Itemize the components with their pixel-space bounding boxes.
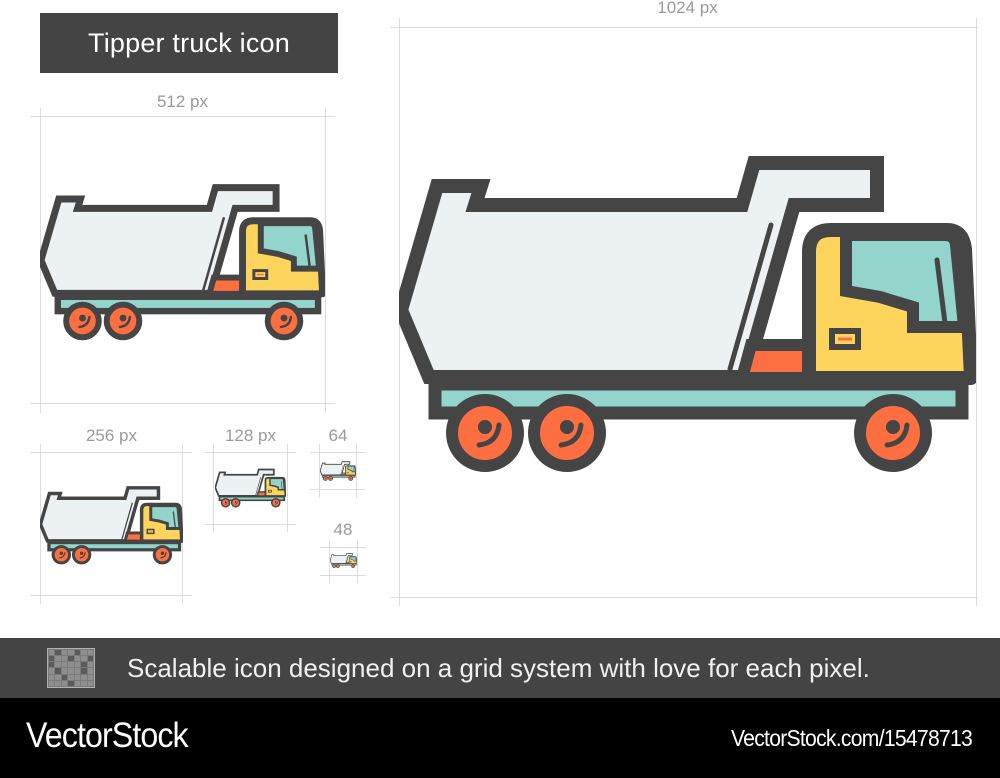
size-label-256: 256 px (85, 426, 138, 445)
size-label-64: 64 (328, 426, 348, 445)
tipper-truck-icon-1024 (399, 27, 976, 597)
tipper-truck-icon-256 (40, 486, 183, 565)
page-title: Tipper truck icon (40, 13, 338, 73)
footer: VectorStock VectorStock.com/15478713 (0, 698, 1000, 778)
stock-id-link[interactable]: VectorStock.com/15478713 (730, 725, 973, 751)
tipper-truck-icon-128 (215, 468, 286, 508)
size-label-128: 128 px (224, 426, 277, 445)
tipper-truck-icon-48 (330, 553, 357, 568)
banner-text: Scalable icon designed on a grid system … (127, 653, 870, 683)
size-label-1024: 1024 px (657, 0, 718, 17)
size-label-512: 512 px (156, 92, 209, 111)
tipper-truck-icon-512 (40, 160, 325, 360)
size-label-48: 48 (333, 520, 353, 539)
brand-logo[interactable]: VectorStock (26, 716, 189, 755)
info-banner: Scalable icon designed on a grid system … (0, 638, 1000, 698)
tipper-truck-icon-64 (320, 461, 356, 481)
grid-icon (47, 648, 95, 688)
